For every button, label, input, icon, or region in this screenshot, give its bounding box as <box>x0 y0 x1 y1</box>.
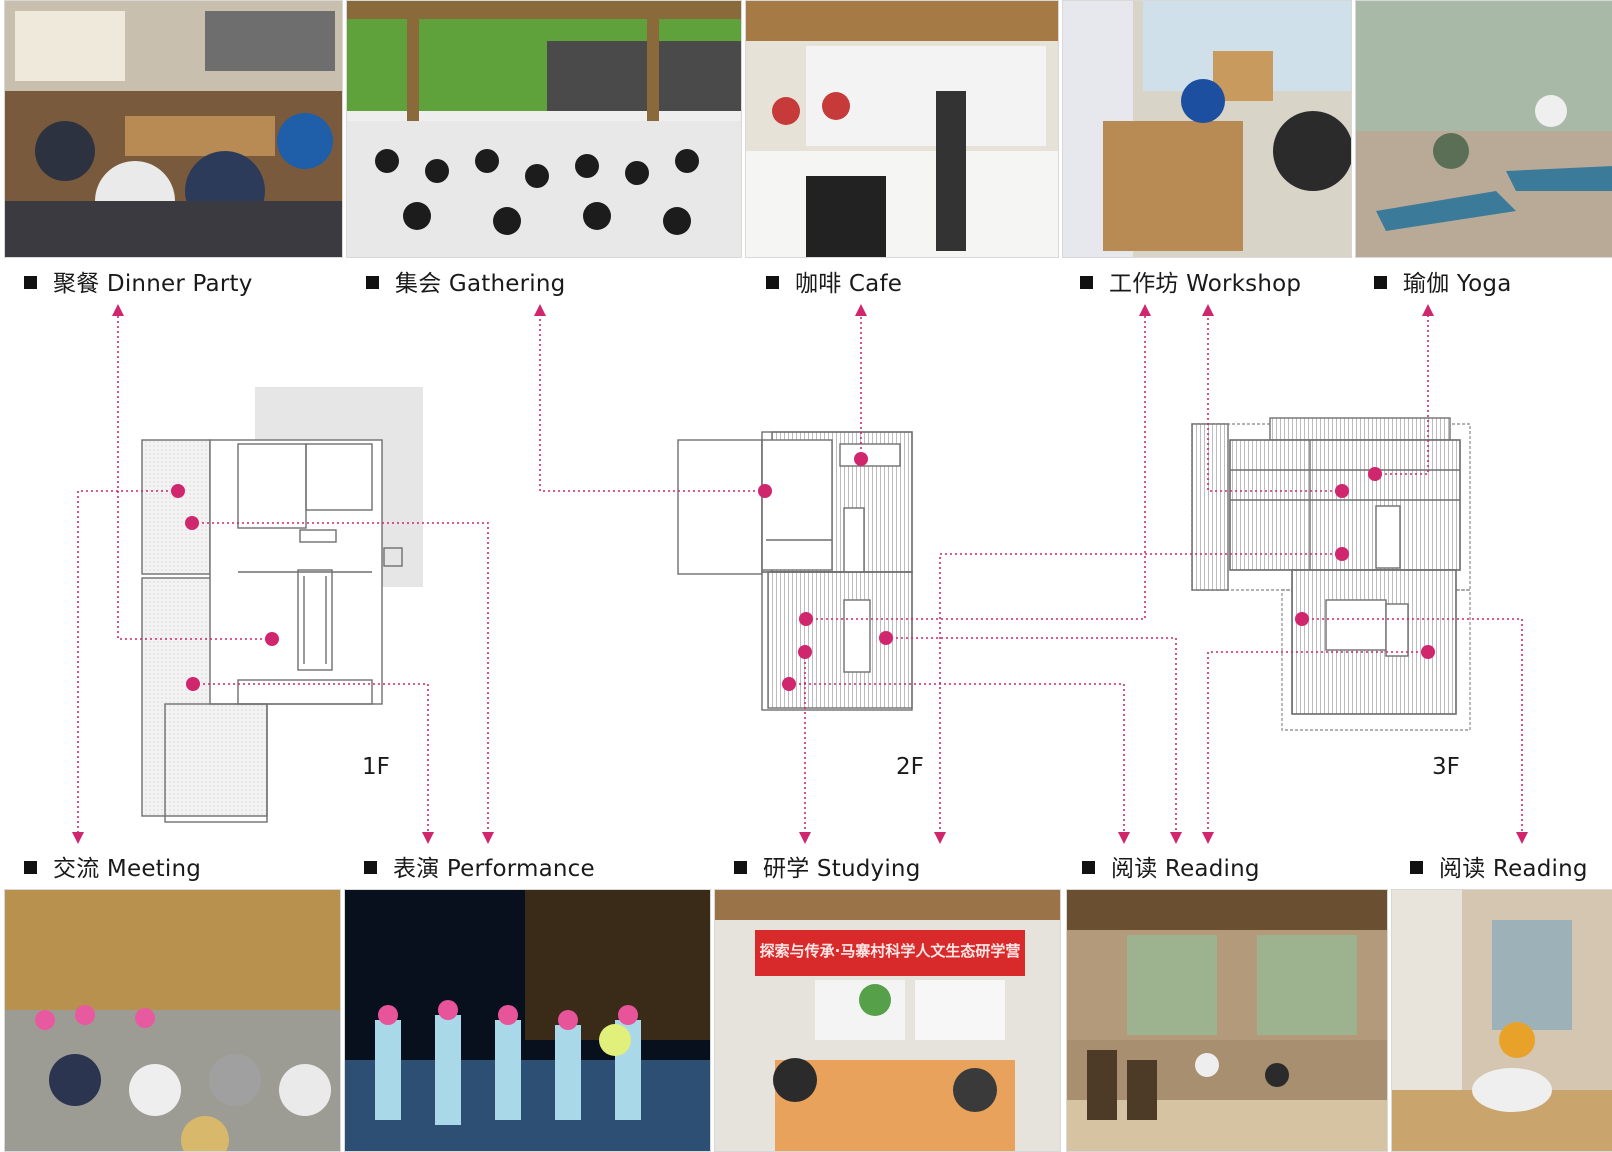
arrow-down-performance-1 <box>422 832 434 844</box>
bullet-square <box>766 276 779 289</box>
label-yoga: 瑜伽 Yoga <box>1374 264 1511 298</box>
floor-label-2f: 2F <box>896 754 924 780</box>
label-dinner-party: 聚餐 Dinner Party <box>24 264 253 298</box>
dot-1f-gathering <box>185 516 199 530</box>
photo-dinner-party <box>4 0 343 258</box>
arrow-down-reading-3 <box>1202 832 1214 844</box>
bullet-square <box>1080 276 1093 289</box>
dot-2f-gathering <box>758 484 772 498</box>
arrow-up-dinner <box>112 304 124 316</box>
dot-2f-studying <box>798 645 812 659</box>
arrow-up-yoga <box>1422 304 1434 316</box>
bullet-square <box>1082 861 1095 874</box>
dot-3f-studying <box>1335 547 1349 561</box>
arrow-up-workshop-2 <box>1202 304 1214 316</box>
dot-3f-reading <box>1295 612 1309 626</box>
dot-1f-performance <box>186 677 200 691</box>
bullet-square <box>1410 861 1423 874</box>
dot-2f-reading-2 <box>782 677 796 691</box>
photo-reading-2f <box>1066 889 1388 1152</box>
label-reading-2f: 阅读 Reading <box>1082 849 1260 883</box>
plan-1f <box>141 387 423 823</box>
bullet-square <box>366 276 379 289</box>
label-studying: 研学 Studying <box>734 849 921 883</box>
banner-text: 探索与传承·马寨村科学人文生态研学营 <box>759 942 1021 960</box>
photo-cafe <box>745 0 1059 258</box>
label-meeting: 交流 Meeting <box>24 849 201 883</box>
plan-3f <box>1191 417 1471 731</box>
arrow-down-studying-2 <box>934 832 946 844</box>
dot-2f-reading <box>879 631 893 645</box>
bullet-square <box>734 861 747 874</box>
arrow-down-reading-1 <box>1118 832 1130 844</box>
dot-3f-yoga <box>1368 467 1382 481</box>
label-performance: 表演 Performance <box>364 849 595 883</box>
arrow-down-reading-4 <box>1516 832 1528 844</box>
dot-3f-workshop <box>1335 484 1349 498</box>
arrow-down-performance-2 <box>482 832 494 844</box>
plan-2f <box>677 431 913 711</box>
label-cafe: 咖啡 Cafe <box>766 264 902 298</box>
arrow-up-gathering <box>534 304 546 316</box>
dot-2f-workshop <box>799 612 813 626</box>
dot-1f-dinner <box>265 632 279 646</box>
bullet-square <box>24 861 37 874</box>
dot-3f-reading-2 <box>1421 645 1435 659</box>
arrowheads <box>72 304 1528 844</box>
bullet-square <box>364 861 377 874</box>
label-reading-3f: 阅读 Reading <box>1410 849 1588 883</box>
photo-meeting <box>4 889 341 1152</box>
label-workshop: 工作坊 Workshop <box>1080 264 1301 298</box>
connector-lines <box>77 312 1523 836</box>
bullet-square <box>24 276 37 289</box>
label-gathering: 集会 Gathering <box>366 264 565 298</box>
floor-label-1f: 1F <box>362 754 390 780</box>
photo-gathering <box>346 0 742 258</box>
photo-reading-3f <box>1391 889 1612 1152</box>
photo-performance <box>344 889 711 1152</box>
dot-1f-meeting <box>171 484 185 498</box>
photo-studying: 探索与传承·马寨村科学人文生态研学营 <box>714 889 1061 1152</box>
arrow-down-reading-2 <box>1170 832 1182 844</box>
arrow-down-meeting <box>72 832 84 844</box>
floor-label-3f: 3F <box>1432 754 1460 780</box>
photo-workshop <box>1062 0 1352 258</box>
arrow-up-workshop-1 <box>1139 304 1151 316</box>
dot-2f-cafe <box>854 452 868 466</box>
arrow-up-cafe <box>855 304 867 316</box>
location-dots <box>171 452 1435 691</box>
photo-yoga <box>1355 0 1612 258</box>
bullet-square <box>1374 276 1387 289</box>
arrow-down-studying-1 <box>799 832 811 844</box>
